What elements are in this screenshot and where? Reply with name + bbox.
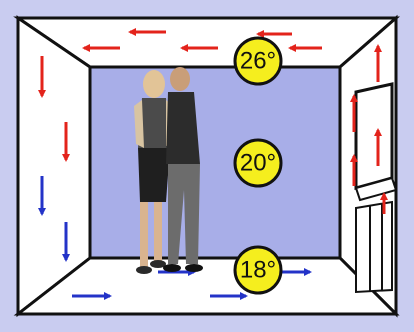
temperature-badge-middle: 20°	[235, 140, 281, 186]
people-figures	[134, 67, 203, 274]
window	[356, 84, 392, 188]
radiator	[356, 202, 392, 292]
temperature-top: 26°	[240, 48, 276, 75]
temperature-badge-top: 26°	[235, 38, 281, 84]
temperature-middle: 20°	[240, 150, 276, 177]
back-wall	[90, 67, 340, 258]
temperature-badge-bottom: 18°	[235, 247, 281, 293]
temperature-bottom: 18°	[240, 257, 276, 284]
